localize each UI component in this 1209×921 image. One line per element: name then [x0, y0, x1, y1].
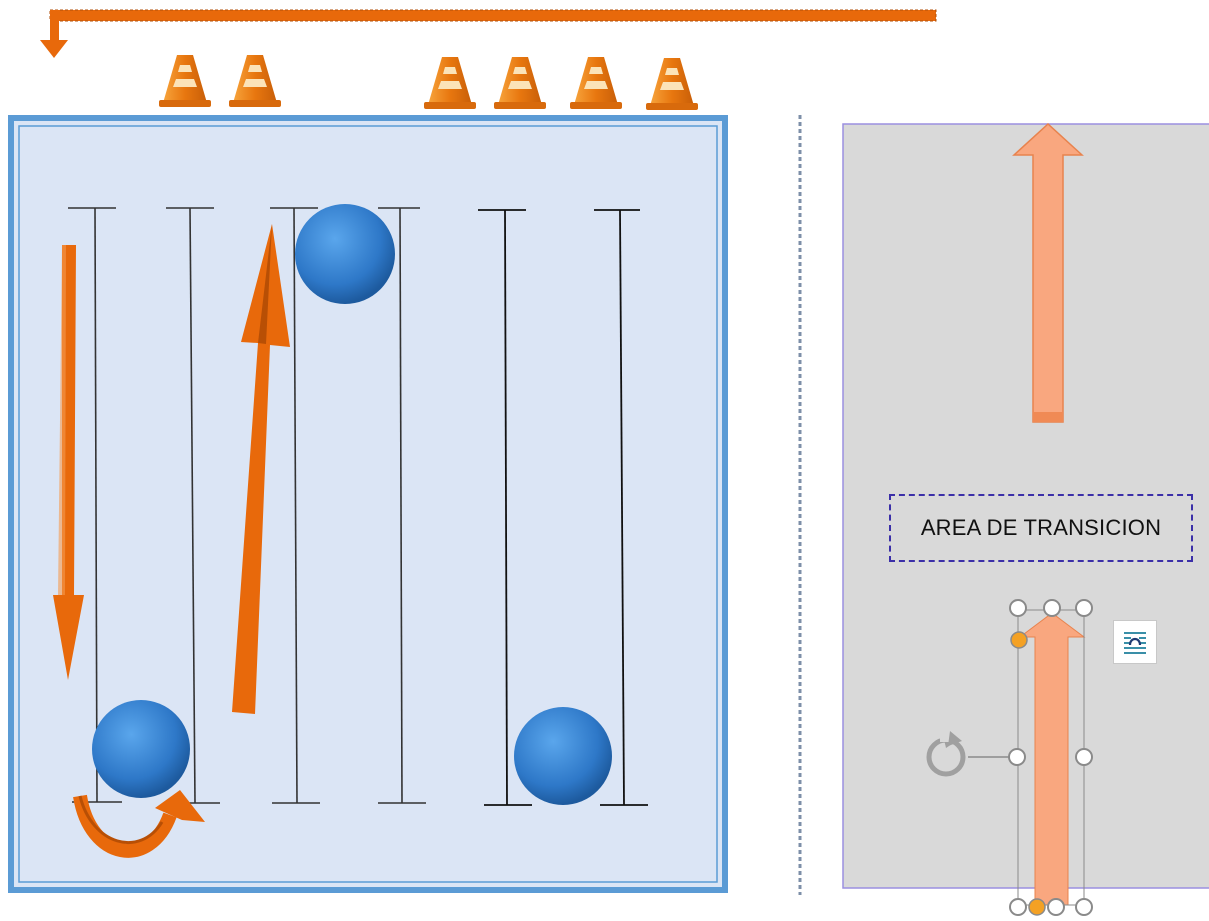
- layout-options-button[interactable]: [1113, 620, 1157, 664]
- transition-panel: [842, 123, 1209, 889]
- ball: [92, 700, 190, 798]
- traffic-cone-icon: [229, 55, 281, 107]
- traffic-cone-icon: [494, 57, 546, 109]
- traffic-cone-icon: [646, 58, 698, 110]
- resize-handle[interactable]: [1008, 748, 1026, 766]
- ball: [295, 204, 395, 304]
- traffic-cone-icon: [424, 57, 476, 109]
- lane-line: [594, 209, 648, 806]
- resize-handle[interactable]: [1075, 898, 1093, 916]
- resize-handle[interactable]: [1009, 898, 1027, 916]
- down-arrow: [53, 245, 84, 680]
- top-return-arrow: [40, 9, 937, 58]
- lane-line: [270, 207, 320, 804]
- layout-options-icon: [1124, 632, 1146, 654]
- lane-line: [478, 209, 532, 806]
- traffic-cone-icon: [570, 57, 622, 109]
- resize-handle[interactable]: [1075, 599, 1093, 617]
- up-diagonal-arrow: [232, 224, 290, 714]
- traffic-cone-icon: [159, 55, 211, 107]
- salmon-up-arrow: [1012, 122, 1084, 423]
- u-turn-arrow: [73, 790, 205, 858]
- adjust-handle[interactable]: [1028, 898, 1046, 916]
- rotate-handle-icon[interactable]: [926, 731, 1009, 777]
- lane-line: [378, 207, 426, 804]
- transition-area-text: AREA DE TRANSICION: [920, 515, 1162, 540]
- resize-handle[interactable]: [1009, 599, 1027, 617]
- ball: [514, 707, 612, 805]
- resize-handle[interactable]: [1043, 599, 1061, 617]
- adjust-handle[interactable]: [1010, 631, 1028, 649]
- resize-handle[interactable]: [1047, 898, 1065, 916]
- transition-area-label: AREA DE TRANSICION: [889, 494, 1193, 562]
- resize-handle[interactable]: [1075, 748, 1093, 766]
